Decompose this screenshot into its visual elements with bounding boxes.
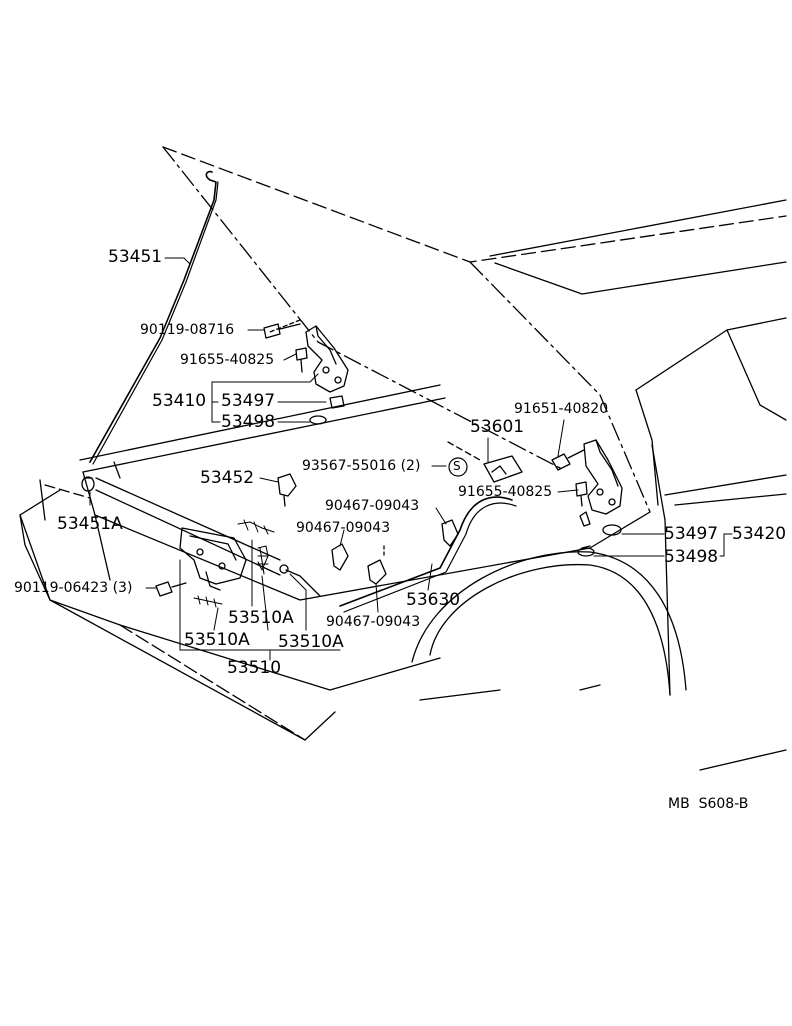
- label-53601: 53601: [470, 417, 525, 437]
- label-53510: 53510: [227, 658, 282, 678]
- label-53630: 53630: [406, 590, 461, 610]
- label-53510A-2: 53510A: [184, 630, 250, 650]
- label-93567-55016: 93567-55016 (2): [302, 458, 421, 474]
- front-body: [19, 384, 687, 741]
- label-90467-09043-a: 90467-09043: [325, 498, 420, 514]
- hood-lock-hook: [277, 473, 297, 507]
- leader-lines: [89, 257, 733, 661]
- right-hood-hinge: [551, 439, 623, 557]
- label-53410: 53410: [152, 391, 207, 411]
- label-53451A: 53451A: [57, 514, 123, 534]
- diagram-code: MB S608-B: [668, 796, 749, 812]
- standard-part-letter: S: [453, 459, 461, 473]
- label-90119-08716: 90119-08716: [140, 322, 235, 338]
- left-hood-hinge: [263, 319, 349, 425]
- label-53451: 53451: [108, 247, 163, 267]
- label-53497-right: 53497: [664, 524, 719, 544]
- hood-support-rod: [89, 170, 219, 465]
- label-90119-06423: 90119-06423 (3): [14, 580, 133, 596]
- standard-part-symbol: [448, 457, 468, 477]
- label-53510A-1: 53510A: [228, 608, 294, 628]
- label-53452: 53452: [200, 468, 255, 488]
- label-53498-right: 53498: [664, 547, 719, 567]
- body-side: [635, 317, 787, 771]
- label-53497-left: 53497: [221, 391, 276, 411]
- hood-panel: [162, 146, 787, 513]
- label-91651-40820: 91651-40820: [514, 401, 609, 417]
- label-53498-left: 53498: [221, 412, 276, 432]
- release-cable: [279, 496, 517, 613]
- hood-lock-assembly: [155, 519, 275, 608]
- label-53510A-3: 53510A: [278, 632, 344, 652]
- label-90467-09043-b: 90467-09043: [296, 520, 391, 536]
- label-53420: 53420: [732, 524, 787, 544]
- release-lever: [447, 441, 523, 483]
- label-91655-40825-top: 91655-40825: [180, 352, 275, 368]
- rod-holder-clip: [81, 476, 95, 492]
- label-90467-09043-c: 90467-09043: [326, 614, 421, 630]
- label-91655-40825-right: 91655-40825: [458, 484, 553, 500]
